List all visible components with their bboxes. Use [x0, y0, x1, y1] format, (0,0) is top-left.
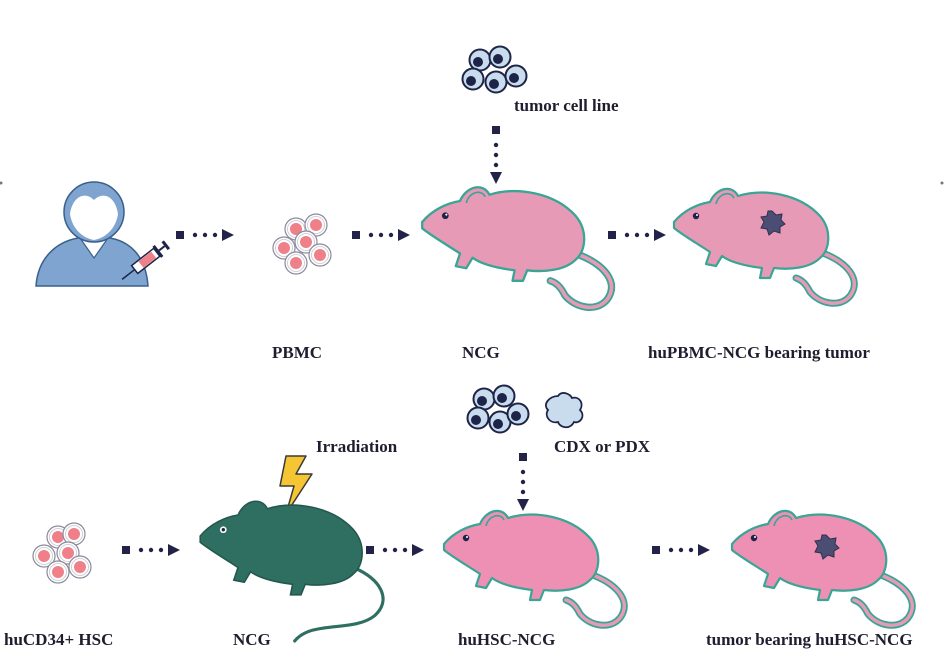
huhsc-ncg-label: huHSC-NCG — [458, 630, 556, 649]
arrow-huhsc-to-result — [652, 544, 710, 556]
huhsc-ncg-mouse — [444, 511, 624, 625]
cdx-pdx-label: CDX or PDX — [554, 437, 651, 456]
arrow-pbmc-to-ncg — [352, 229, 410, 241]
syringe-icon — [121, 240, 171, 280]
tumor-bearing-huhsc-label: tumor bearing huHSC-NCG — [706, 630, 913, 649]
tumor-bearing-huhsc-mouse — [732, 511, 912, 625]
arrow-hsc-to-ncg — [122, 544, 180, 556]
arrow-donor-to-pbmc — [176, 229, 234, 241]
hsc-cluster-icon — [32, 522, 92, 584]
pdx-tissue-icon — [545, 392, 584, 429]
ncg-label-top: NCG — [462, 343, 500, 362]
pbmc-cluster-icon — [272, 213, 332, 275]
arrow-ncg-to-result-top — [608, 229, 666, 241]
hupbmc-ncg-tumor-mouse — [674, 189, 854, 303]
ncg-mouse-irradiated — [199, 500, 385, 643]
ncg-mouse-top — [422, 187, 611, 307]
donor-person-icon — [35, 181, 149, 287]
arrow-ncg-to-huhsc — [366, 544, 424, 556]
edge-mark-right — [940, 181, 944, 185]
cdx-cell-cluster-icon — [466, 384, 530, 434]
edge-mark-left — [0, 181, 3, 185]
pbmc-label: PBMC — [272, 343, 323, 362]
hsc-label: huCD34+ HSC — [4, 630, 114, 649]
irradiation-label: Irradiation — [316, 437, 398, 456]
tumor-cell-line-icon — [461, 45, 528, 94]
arrow-tumor-to-ncg-top — [490, 126, 502, 184]
lightning-bolt-icon — [279, 455, 313, 515]
tumor-cell-line-label: tumor cell line — [514, 96, 619, 115]
hupbmc-result-label: huPBMC-NCG bearing tumor — [648, 343, 870, 362]
arrow-tumor-to-huhsc — [517, 453, 529, 511]
ncg-label-bottom: NCG — [233, 630, 271, 649]
